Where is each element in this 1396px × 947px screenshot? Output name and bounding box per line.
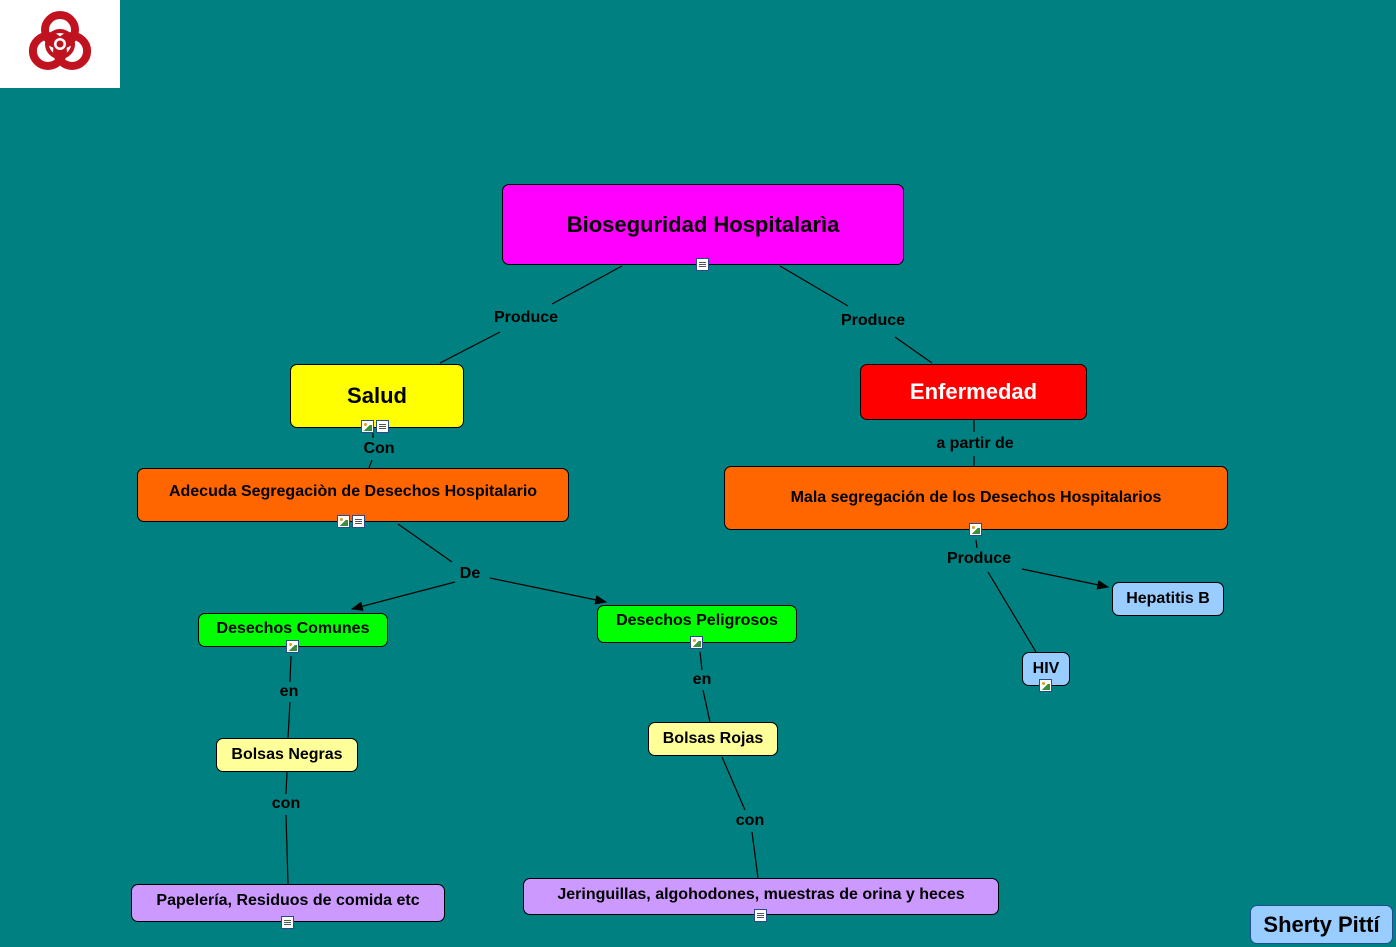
connector-mala-produce bbox=[975, 539, 978, 549]
resource-icons bbox=[1039, 679, 1052, 692]
document-resource-icon[interactable] bbox=[696, 258, 709, 271]
image-resource-icon[interactable] bbox=[1039, 679, 1052, 692]
concept-label: Bolsas Negras bbox=[231, 746, 343, 763]
concept-label: Jeringuillas, algohodones, muestras de o… bbox=[557, 886, 965, 903]
resource-icons bbox=[361, 420, 389, 433]
concept-label: Mala segregación de los Desechos Hospita… bbox=[790, 489, 1162, 506]
biohazard-logo bbox=[0, 0, 120, 88]
connector-produce-right-enfermedad bbox=[894, 336, 933, 364]
connector-en-negras bbox=[287, 701, 291, 739]
connector-root-produce-right bbox=[779, 265, 849, 307]
connector-con-adecuada bbox=[368, 459, 373, 469]
connector-rojas-con bbox=[721, 756, 746, 811]
resource-icons bbox=[281, 916, 294, 929]
resource-icons bbox=[286, 640, 299, 653]
document-resource-icon[interactable] bbox=[352, 515, 365, 528]
connector-con-jeringuillas bbox=[751, 831, 759, 879]
connector-comunes-en bbox=[289, 655, 292, 683]
connector-peligrosos-en bbox=[699, 651, 703, 671]
connector-negras-con bbox=[285, 771, 288, 795]
image-resource-icon[interactable] bbox=[337, 515, 350, 528]
link-con-salud: Con bbox=[361, 440, 397, 458]
concept-bolsas-negras[interactable]: Bolsas Negras bbox=[216, 738, 358, 772]
link-con-rojas: con bbox=[733, 812, 767, 830]
biohazard-icon bbox=[28, 11, 92, 70]
link-con-negras: con bbox=[269, 795, 303, 813]
concept-bolsas-rojas[interactable]: Bolsas Rojas bbox=[648, 722, 778, 756]
document-resource-icon[interactable] bbox=[376, 420, 389, 433]
concept-label: Salud bbox=[347, 383, 407, 408]
document-resource-icon[interactable] bbox=[281, 916, 294, 929]
connector-en-rojas bbox=[702, 689, 711, 723]
concept-label: Papelería, Residuos de comida etc bbox=[156, 892, 420, 909]
connector-produce-hepatitis bbox=[1021, 568, 1110, 590]
concept-label: Hepatitis B bbox=[1126, 590, 1210, 607]
link-de: De bbox=[457, 565, 483, 583]
connector-de-peligrosos bbox=[489, 577, 608, 605]
concept-label: Bolsas Rojas bbox=[662, 730, 764, 747]
concept-label: Adecuda Segregaciòn de Desechos Hospital… bbox=[168, 483, 538, 500]
resource-icons bbox=[696, 258, 709, 271]
resource-icons bbox=[754, 909, 767, 922]
concept-jeringuillas[interactable]: Jeringuillas, algohodones, muestras de o… bbox=[523, 878, 999, 915]
link-en-peligrosos: en bbox=[690, 671, 714, 689]
image-resource-icon[interactable] bbox=[361, 420, 374, 433]
link-produce-left: Produce bbox=[491, 309, 561, 327]
concept-label: Bioseguridad Hospitalarìa bbox=[566, 211, 840, 237]
connector-adecuada-de bbox=[397, 523, 453, 563]
link-en-comunes: en bbox=[277, 683, 301, 701]
concept-label: Desechos Peligrosos bbox=[616, 612, 778, 629]
connector-root-produce-left bbox=[551, 265, 623, 305]
author-name: Sherty Pittí bbox=[1263, 911, 1380, 937]
resource-icons bbox=[690, 636, 703, 649]
connector-produce-left-salud bbox=[439, 331, 501, 364]
concept-label: HIV bbox=[1032, 660, 1060, 677]
concept-label: Enfermedad bbox=[909, 379, 1038, 404]
concept-hepatitis-b[interactable]: Hepatitis B bbox=[1112, 582, 1224, 616]
connector-con-papeleria bbox=[285, 814, 289, 885]
resource-icons bbox=[337, 515, 365, 528]
connector-de-comunes bbox=[350, 581, 456, 611]
image-resource-icon[interactable] bbox=[969, 523, 982, 536]
author-box: Sherty Pittí bbox=[1250, 905, 1393, 944]
concept-enfermedad[interactable]: Enfermedad bbox=[860, 364, 1087, 420]
link-a-partir-de: a partir de bbox=[934, 435, 1016, 453]
document-resource-icon[interactable] bbox=[754, 909, 767, 922]
resource-icons bbox=[969, 523, 982, 536]
image-resource-icon[interactable] bbox=[690, 636, 703, 649]
concept-mala-segregacion[interactable]: Mala segregación de los Desechos Hospita… bbox=[724, 466, 1228, 530]
concept-bioseguridad-hospitalaria[interactable]: Bioseguridad Hospitalarìa bbox=[502, 184, 904, 265]
connector-produce-hiv bbox=[987, 571, 1037, 653]
concept-label: Desechos Comunes bbox=[216, 620, 370, 637]
image-resource-icon[interactable] bbox=[286, 640, 299, 653]
concept-adecuada-segregacion[interactable]: Adecuda Segregaciòn de Desechos Hospital… bbox=[137, 468, 569, 522]
concept-salud[interactable]: Salud bbox=[290, 364, 464, 428]
link-produce-mala: Produce bbox=[944, 550, 1014, 568]
link-produce-right: Produce bbox=[838, 312, 908, 330]
